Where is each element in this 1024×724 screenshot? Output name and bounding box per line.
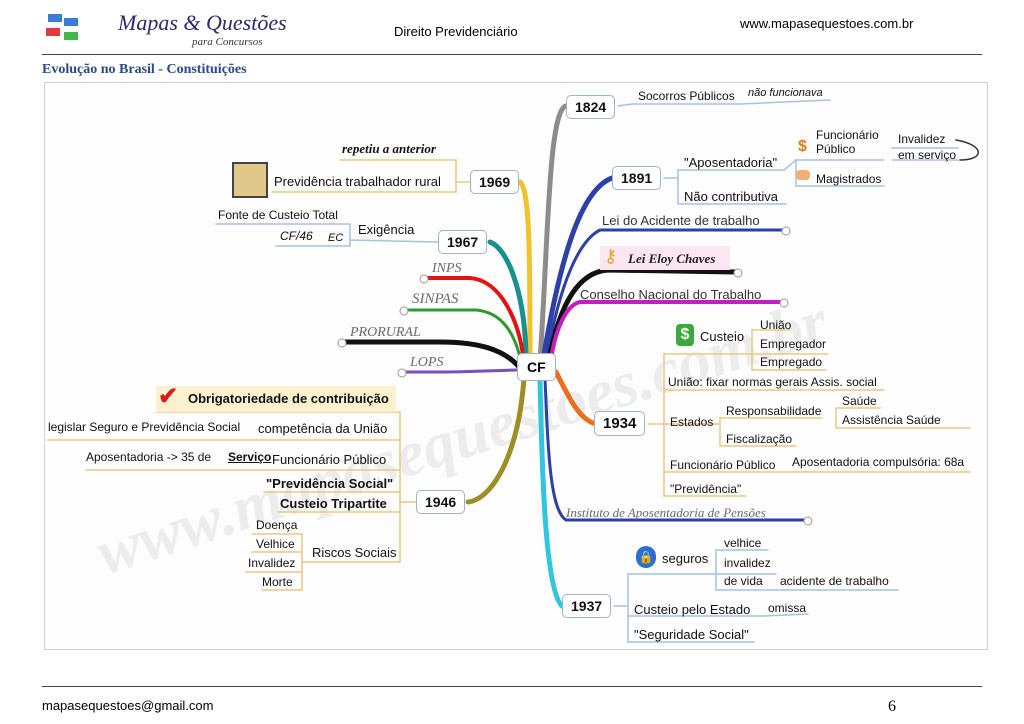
dollar-icon: $	[798, 138, 807, 155]
label-aposentadoria-35: Aposentadoria -> 35 de	[86, 450, 212, 464]
label-exigencia: Exigência	[358, 222, 415, 237]
label-uniao: União	[760, 318, 792, 332]
label-empregado: Empregado	[760, 355, 823, 369]
site-url: www.mapasequestoes.com.br	[740, 16, 914, 31]
label-custeio-estado: Custeio pelo Estado	[634, 602, 751, 617]
label-seguridade-social: "Seguridade Social"	[634, 627, 749, 642]
label-magistrados: Magistrados	[816, 172, 882, 186]
label-lei-acidente: Lei do Acidente de trabalho	[602, 213, 760, 228]
node-1891: 1891	[612, 166, 662, 190]
label-aposentadoria-1891: "Aposentadoria"	[684, 155, 778, 170]
header-rule	[42, 54, 982, 55]
label-velhice-1946: Velhice	[256, 537, 295, 551]
label-custeio-1934: Custeio	[700, 329, 745, 344]
eloy-highlight	[600, 246, 730, 270]
brand-subtitle: para Concursos	[192, 36, 263, 48]
label-estados: Estados	[670, 415, 714, 429]
label-velhice-1937: velhice	[724, 536, 762, 550]
node-1969: 1969	[470, 170, 520, 194]
label-servico: Serviço	[228, 450, 272, 464]
label-morte: Morte	[262, 575, 293, 589]
label-inps: INPS	[432, 261, 462, 276]
obrig-highlight	[156, 386, 396, 412]
label-empregador: Empregador	[760, 337, 827, 351]
label-nao-funcionava: não funcionava	[748, 87, 823, 99]
label-em-servico: em serviço	[898, 148, 957, 162]
label-riscos-sociais: Riscos Sociais	[312, 545, 397, 560]
lock-icon: 🔒	[636, 546, 656, 568]
handshake-icon	[796, 170, 810, 180]
node-1937: 1937	[562, 594, 612, 618]
label-fiscalizacao: Fiscalização	[726, 432, 793, 446]
label-custeio-tripartite: Custeio Tripartite	[280, 496, 387, 511]
node-1934: 1934	[594, 411, 646, 436]
footer-rule	[42, 686, 982, 687]
label-aposentadoria-compulsoria: Aposentadoria compulsória: 68a	[792, 455, 965, 469]
label-previdencia-social: "Previdência Social"	[266, 476, 394, 491]
label-invalidez-1946: Invalidez	[248, 556, 296, 570]
node-1946: 1946	[416, 490, 466, 514]
label-funcionario-publico-1946: Funcionário Público	[272, 452, 387, 467]
page-number: 6	[888, 698, 896, 715]
label-previdencia-rural: Previdência trabalhador rural	[274, 174, 441, 189]
label-lei-eloy-chaves: Lei Eloy Chaves	[628, 251, 716, 266]
key-icon: ⚷	[604, 246, 618, 266]
label-assistencia-saude: Assistência Saúde	[842, 413, 941, 427]
subject-title: Direito Previdenciário	[394, 24, 518, 39]
section-title: Evolução no Brasil - Constituições	[42, 62, 247, 77]
label-prorural: PRORURAL	[350, 325, 421, 340]
label-funcionario: Funcionário	[816, 128, 879, 142]
money-icon: $	[676, 324, 694, 346]
label-doenca: Doença	[256, 518, 298, 532]
footer-email: mapasequestoes@gmail.com	[42, 698, 214, 713]
label-socorros-publicos: Socorros Públicos	[638, 89, 735, 103]
label-uniao-fixar: União: fixar normas gerais Assis. social	[668, 375, 877, 389]
checkmark-icon: ✔	[158, 383, 179, 410]
label-cf46: CF/46	[280, 229, 313, 243]
label-seguros: seguros	[662, 551, 709, 566]
label-omissa: omissa	[768, 601, 807, 615]
label-invalidez-1937: invalidez	[724, 556, 771, 570]
label-sinpas: SINPAS	[412, 291, 459, 307]
farmer-icon	[232, 162, 268, 198]
node-1824: 1824	[566, 95, 616, 119]
label-nao-contributiva: Não contributiva	[684, 189, 778, 204]
label-instituto: Instituto de Aposentadoria de Pensões	[566, 505, 766, 520]
label-competencia: competência da União	[258, 421, 388, 436]
label-legislar: legislar Seguro e Previdência Social	[48, 420, 241, 434]
label-invalidez-1891: Invalidez	[898, 132, 946, 146]
label-responsabilidade: Responsabilidade	[726, 404, 822, 418]
brand-logo-icon	[44, 12, 84, 48]
label-lops: LOPS	[410, 355, 444, 370]
label-publico: Público	[816, 142, 856, 156]
label-repetiu: repetiu a anterior	[342, 141, 436, 156]
label-acidente-trabalho-1937: acidente de trabalho	[780, 574, 889, 588]
label-obrigatoriedade: Obrigatoriedade de contribuição	[188, 391, 389, 406]
label-previdencia-1934: "Previdência"	[670, 482, 742, 496]
label-saude: Saúde	[842, 394, 877, 408]
label-funcionario-publico-1934: Funcionário Público	[670, 458, 776, 472]
label-fonte-custeio: Fonte de Custeio Total	[218, 208, 338, 222]
label-conselho: Conselho Nacional do Trabalho	[580, 287, 762, 302]
label-ec: EC	[328, 232, 344, 244]
label-de-vida: de vida	[724, 574, 763, 588]
node-1967: 1967	[438, 230, 488, 254]
center-node-cf: CF	[517, 353, 556, 381]
brand-title: Mapas & Questões	[118, 10, 287, 35]
